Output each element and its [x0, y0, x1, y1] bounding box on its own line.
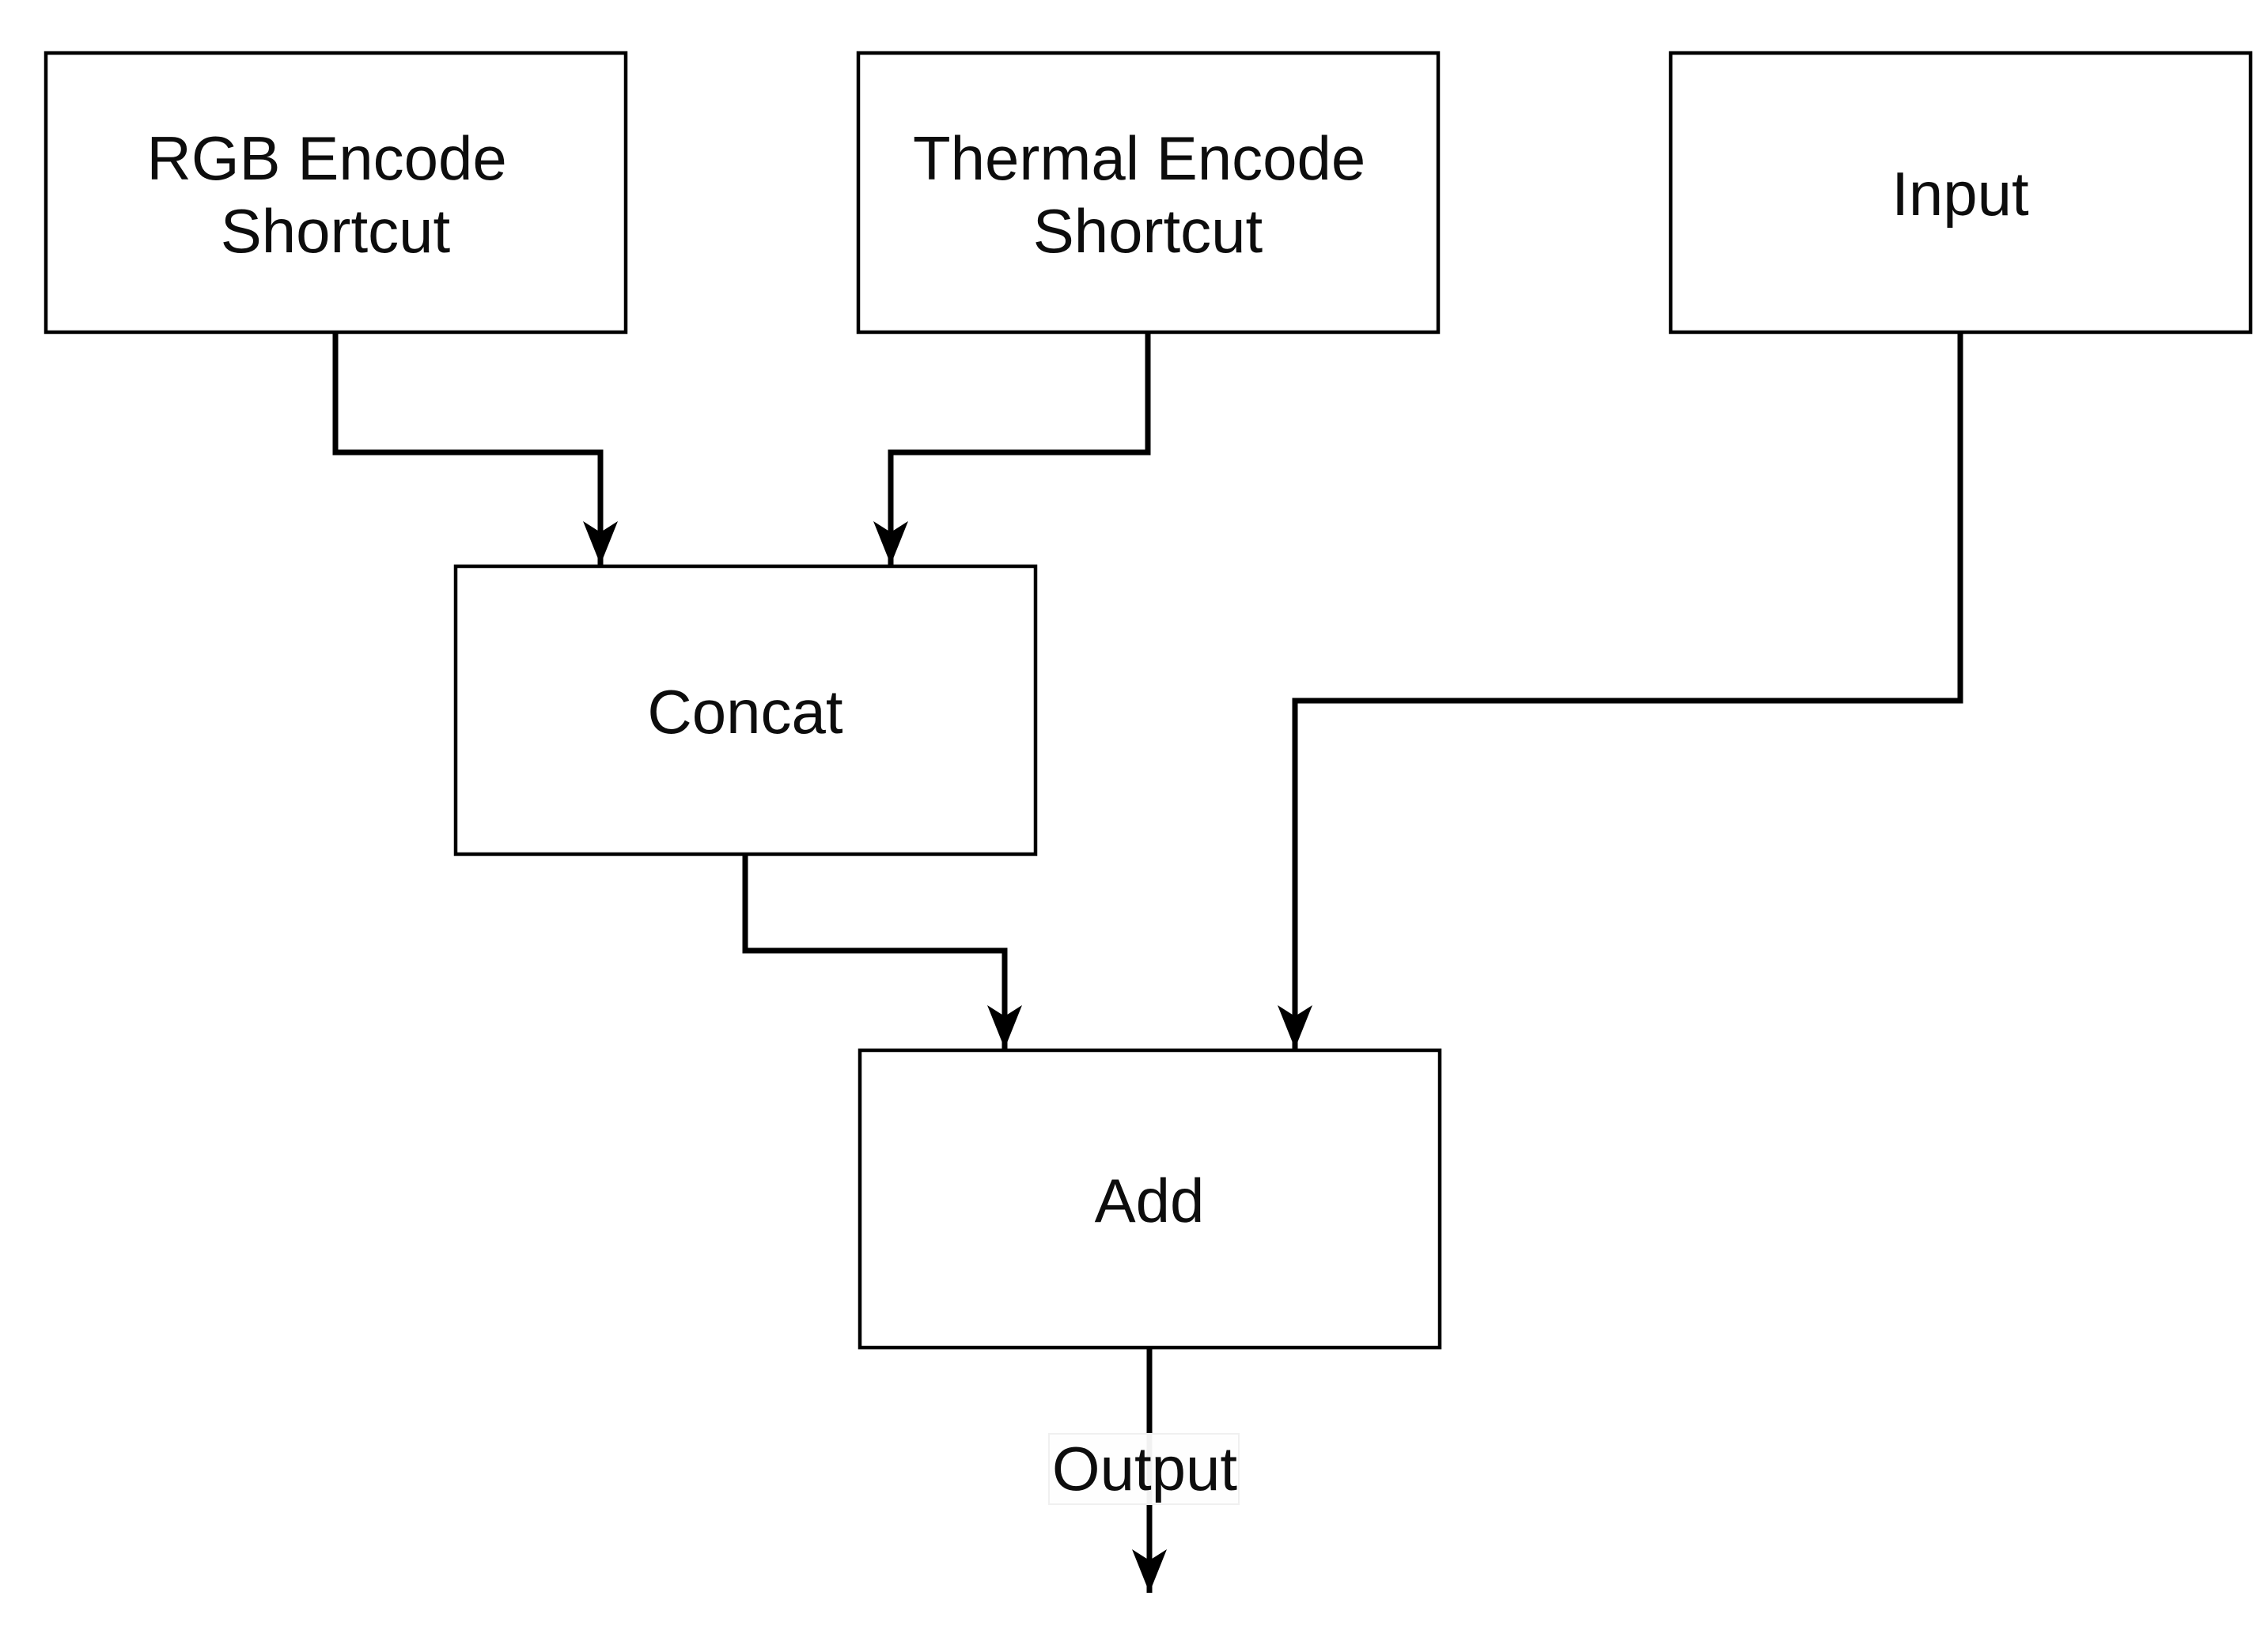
node-thermal-encode-shortcut: Thermal Encode Shortcut — [856, 51, 1441, 335]
node-thermal-label-line2: Shortcut — [1033, 196, 1263, 266]
node-rgb-label-line2: Shortcut — [221, 196, 451, 266]
edge-input-to-add — [1278, 334, 1963, 1049]
node-concat-box — [453, 564, 1038, 856]
node-thermal-label: Thermal Encode Shortcut — [913, 123, 1383, 266]
node-rgb-box — [44, 51, 628, 335]
node-concat-label: Concat — [647, 677, 842, 747]
node-add: Add — [858, 1048, 1442, 1350]
edge-rgb-to-concat — [332, 334, 618, 565]
node-input: Input — [1668, 51, 2253, 335]
node-concat: Concat — [453, 564, 1038, 856]
edge-label-output-bg — [1048, 1433, 1240, 1505]
node-thermal-label-line1: Thermal Encode — [913, 123, 1365, 193]
edge-concat-to-add — [742, 853, 1022, 1049]
node-input-label: Input — [1891, 159, 2029, 229]
edge-group — [332, 334, 1963, 1593]
node-rgb-label: RGB Encode Shortcut — [147, 123, 524, 266]
node-input-label-line1: Input — [1891, 159, 2029, 229]
edge-thermal-to-concat — [873, 334, 1151, 565]
node-add-label-line1: Add — [1095, 1166, 1205, 1235]
node-group: RGB Encode Shortcut Thermal Encode Short… — [44, 51, 2253, 1350]
node-add-label: Add — [1095, 1166, 1205, 1235]
node-input-box — [1668, 51, 2253, 335]
node-add-box — [858, 1048, 1442, 1350]
node-rgb-label-line1: RGB Encode — [147, 123, 507, 193]
node-thermal-box — [856, 51, 1441, 335]
edge-label-output-text: Output — [1052, 1434, 1237, 1503]
edge-label-output: Output — [1048, 1433, 1240, 1505]
node-concat-label-line1: Concat — [647, 677, 842, 747]
node-rgb-encode-shortcut: RGB Encode Shortcut — [44, 51, 628, 335]
